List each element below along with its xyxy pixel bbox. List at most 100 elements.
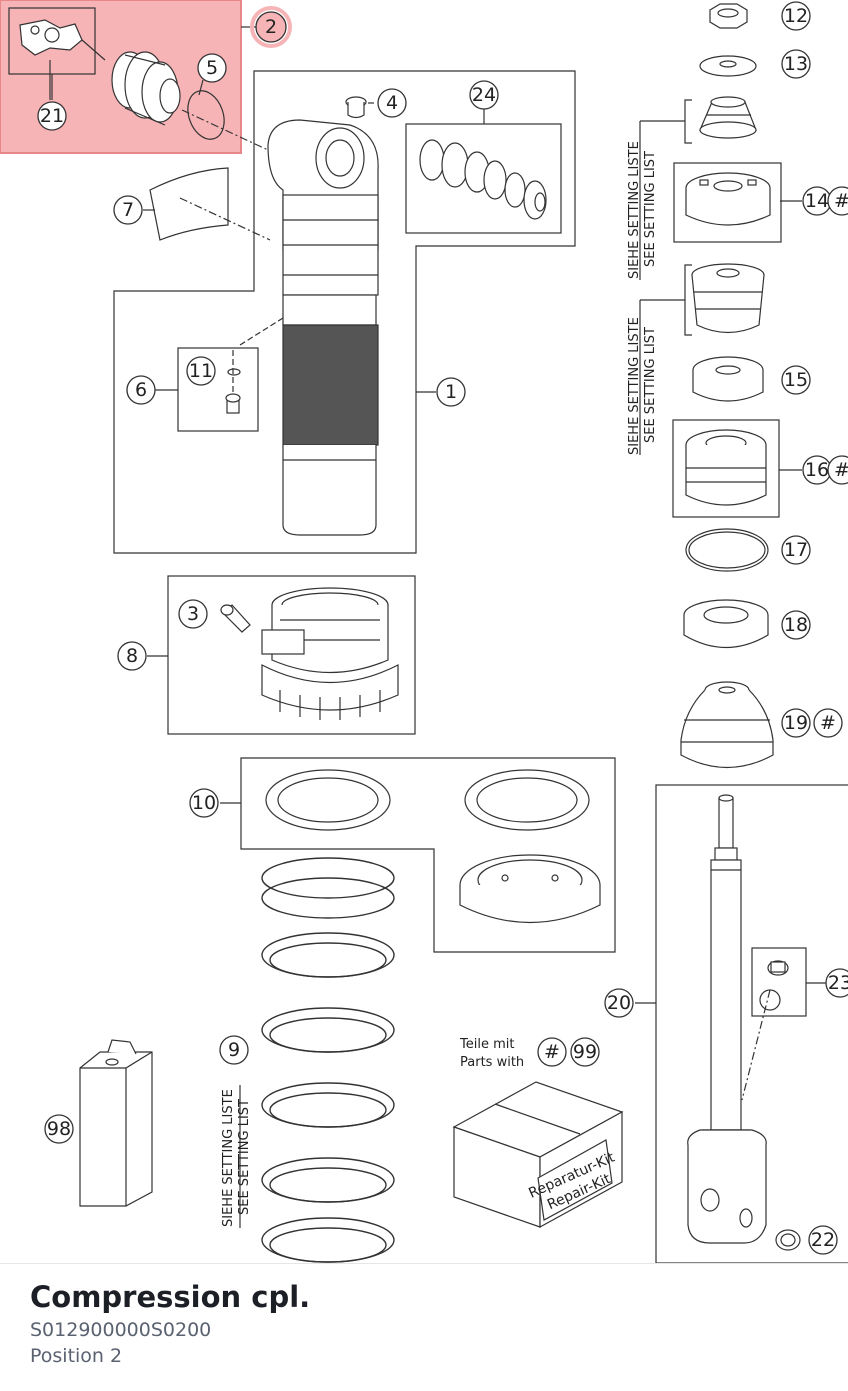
callout-number: 2 [265, 16, 277, 38]
callout-number: 17 [784, 539, 808, 561]
callout-number: 11 [189, 360, 213, 382]
bump-rubber-top-part [699, 96, 757, 139]
callout-5[interactable]: 5 [197, 53, 227, 83]
callout-7[interactable]: 7 [113, 195, 143, 225]
callout-number: 20 [607, 992, 631, 1014]
setting-list-label-top: SIEHE SETTING LISTE SEE SETTING LIST [627, 141, 658, 279]
nut-part [709, 3, 748, 29]
valve-cap-part [345, 96, 367, 119]
callout-12[interactable]: 12 [781, 1, 811, 31]
callout-6[interactable]: 6 [126, 375, 156, 405]
compression-adjuster-body-part [111, 51, 181, 126]
shock-body-part [267, 119, 379, 536]
callout-number: 12 [784, 5, 808, 27]
callout-4[interactable]: 4 [377, 88, 407, 118]
setting-list-en-text: SEE SETTING LIST [237, 1099, 252, 1215]
callout-hash-marker[interactable]: # [813, 708, 843, 738]
callout-number: # [834, 459, 848, 481]
callout-number: 1 [445, 381, 457, 403]
adjuster-knob-part [19, 19, 106, 61]
exploded-parts-diagram: SIEHE SETTING LISTE SEE SETTING LIST SIE… [0, 0, 848, 1263]
coil-spring-part [261, 857, 395, 1263]
spring-adjuster-part [261, 587, 399, 720]
callout-8[interactable]: 8 [117, 641, 147, 671]
callout-10[interactable]: 10 [189, 788, 219, 818]
callout-22[interactable]: 22 [808, 1225, 838, 1255]
callout-hash-marker[interactable]: # [537, 1037, 567, 1067]
callout-19[interactable]: 19 [781, 708, 811, 738]
group-outline-seal-head [672, 419, 780, 518]
setting-list-en-text: SEE SETTING LIST [643, 327, 658, 443]
callout-number: # [834, 190, 848, 212]
callout-17[interactable]: 17 [781, 535, 811, 565]
callout-14[interactable]: 14 [802, 186, 832, 216]
guide-part [683, 599, 769, 649]
setting-list-label-middle: SIEHE SETTING LISTE SEE SETTING LIST [627, 317, 658, 455]
callout-number: 15 [784, 369, 808, 391]
setting-list-de-text: SIEHE SETTING LISTE [627, 317, 642, 455]
setting-list-en-text: SEE SETTING LIST [643, 151, 658, 267]
shock-thread-section [282, 324, 379, 446]
callout-18[interactable]: 18 [781, 610, 811, 640]
callout-number: 21 [40, 105, 64, 127]
callout-number: 9 [228, 1039, 240, 1061]
callout-number: 98 [47, 1118, 71, 1140]
bushing-part [775, 1229, 801, 1251]
callout-13[interactable]: 13 [781, 49, 811, 79]
callout-number: 7 [122, 199, 134, 221]
piston-parts [419, 139, 547, 220]
callout-11[interactable]: 11 [186, 356, 216, 386]
setting-list-de-text: SIEHE SETTING LISTE [221, 1089, 236, 1227]
group-outline-rebound-valve [673, 162, 782, 243]
spring-retainer-part [459, 854, 601, 923]
callout-98[interactable]: 98 [44, 1114, 74, 1144]
group-outline-bleed-valve [751, 947, 807, 1017]
oil-can-part [79, 1039, 153, 1207]
rebound-valve-part [685, 172, 771, 226]
o-ring-part [187, 90, 225, 140]
sticker-part [149, 167, 229, 241]
callout-number: 22 [811, 1229, 835, 1251]
callout-number: 10 [192, 792, 216, 814]
callout-hash-marker[interactable]: # [827, 186, 848, 216]
spring-washer-parts [265, 769, 590, 831]
group-outline-spring-adjuster [167, 575, 416, 735]
callout-hash-marker[interactable]: # [827, 455, 848, 485]
part-number: S012900000S0200 [30, 1319, 212, 1341]
callout-99[interactable]: 99 [570, 1037, 600, 1067]
piston-rod-part [687, 794, 767, 1244]
callout-15[interactable]: 15 [781, 365, 811, 395]
callout-21[interactable]: 21 [37, 101, 67, 131]
callout-2[interactable]: 2 [250, 6, 292, 48]
air-valve-part [225, 317, 284, 414]
part-name: Compression cpl. [30, 1280, 311, 1314]
callout-20[interactable]: 20 [604, 988, 634, 1018]
callout-9[interactable]: 9 [219, 1035, 249, 1065]
washer-part [699, 55, 757, 77]
bracket-setting-top [684, 99, 692, 144]
setting-list-label-spring: SIEHE SETTING LISTE SEE SETTING LIST [221, 1089, 252, 1227]
group-outline-shock-body [113, 70, 576, 554]
callout-16[interactable]: 16 [802, 455, 832, 485]
highlight-compression-group[interactable] [0, 0, 269, 154]
callout-number: 99 [573, 1041, 597, 1063]
callout-number: 3 [187, 603, 199, 625]
callout-3[interactable]: 3 [178, 599, 208, 629]
clamp-screw-part [220, 604, 251, 633]
bracket-setting-bottom [684, 264, 692, 336]
callout-1[interactable]: 1 [436, 377, 466, 407]
callout-number: 8 [126, 645, 138, 667]
callout-23[interactable]: 23 [825, 968, 848, 998]
callout-number: 19 [784, 712, 808, 734]
group-outline-piston-rod [655, 784, 848, 1263]
callout-number: 24 [472, 84, 496, 106]
callout-number: # [820, 712, 836, 734]
bleed-screw-part [741, 960, 789, 1101]
callout-number: 14 [805, 190, 829, 212]
callout-number: 4 [386, 92, 398, 114]
callout-number: 23 [828, 972, 848, 994]
bottom-bump-rubber-part [680, 681, 774, 768]
callout-24[interactable]: 24 [469, 80, 499, 110]
group-outline-spring-seat [240, 757, 616, 953]
part-position: Position 2 [30, 1345, 123, 1367]
